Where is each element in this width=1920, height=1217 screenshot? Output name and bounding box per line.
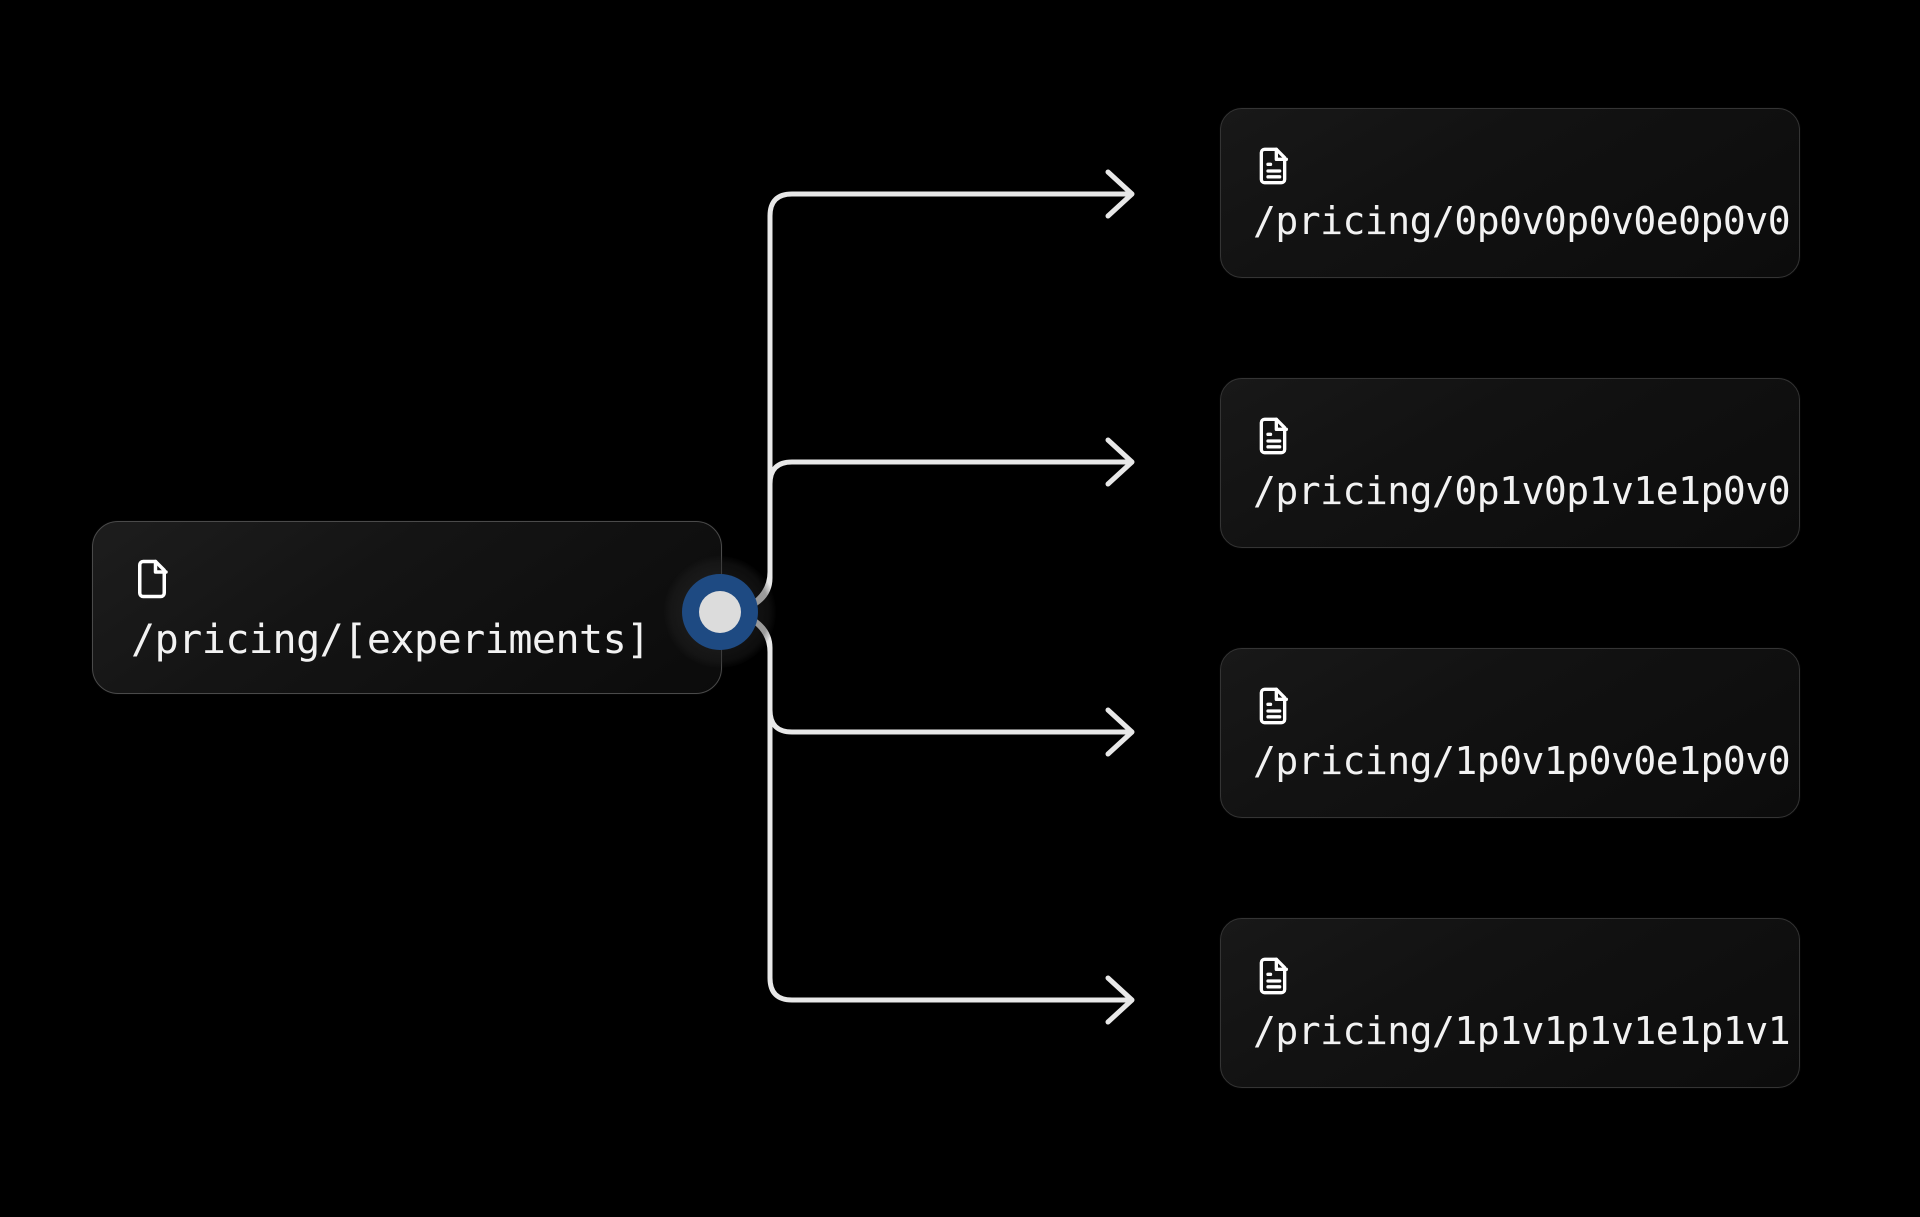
file-text-icon <box>1253 684 1293 728</box>
file-text-icon <box>1253 144 1293 188</box>
arrowhead-1 <box>1105 169 1135 219</box>
file-icon <box>131 555 173 603</box>
source-node[interactable]: /pricing/[experiments] <box>92 521 722 694</box>
arrowhead-4 <box>1105 975 1135 1025</box>
target-node-label: /pricing/1p1v1p1v1e1p1v1 <box>1253 1009 1791 1054</box>
edge-to-target-4 <box>723 609 1133 1003</box>
target-node-3[interactable]: /pricing/1p0v1p0v0e1p0v0 <box>1220 648 1800 818</box>
source-node-label: /pricing/[experiments] <box>131 616 650 663</box>
target-node-1[interactable]: /pricing/0p0v0p0v0e0p0v0 <box>1220 108 1800 278</box>
arrowhead-3 <box>1105 707 1135 757</box>
edge-to-target-2 <box>723 459 1133 615</box>
target-node-4[interactable]: /pricing/1p1v1p1v1e1p1v1 <box>1220 918 1800 1088</box>
file-text-icon <box>1253 954 1293 998</box>
handle-dot <box>699 591 741 633</box>
arrowhead-2 <box>1105 437 1135 487</box>
file-text-icon <box>1253 414 1293 458</box>
edge-to-target-1 <box>723 191 1133 615</box>
target-node-2[interactable]: /pricing/0p1v0p1v1e1p0v0 <box>1220 378 1800 548</box>
target-node-label: /pricing/0p0v0p0v0e0p0v0 <box>1253 199 1791 244</box>
target-node-label: /pricing/0p1v0p1v1e1p0v0 <box>1253 469 1791 514</box>
edge-to-target-3 <box>723 609 1133 735</box>
target-node-label: /pricing/1p0v1p0v0e1p0v0 <box>1253 739 1791 784</box>
